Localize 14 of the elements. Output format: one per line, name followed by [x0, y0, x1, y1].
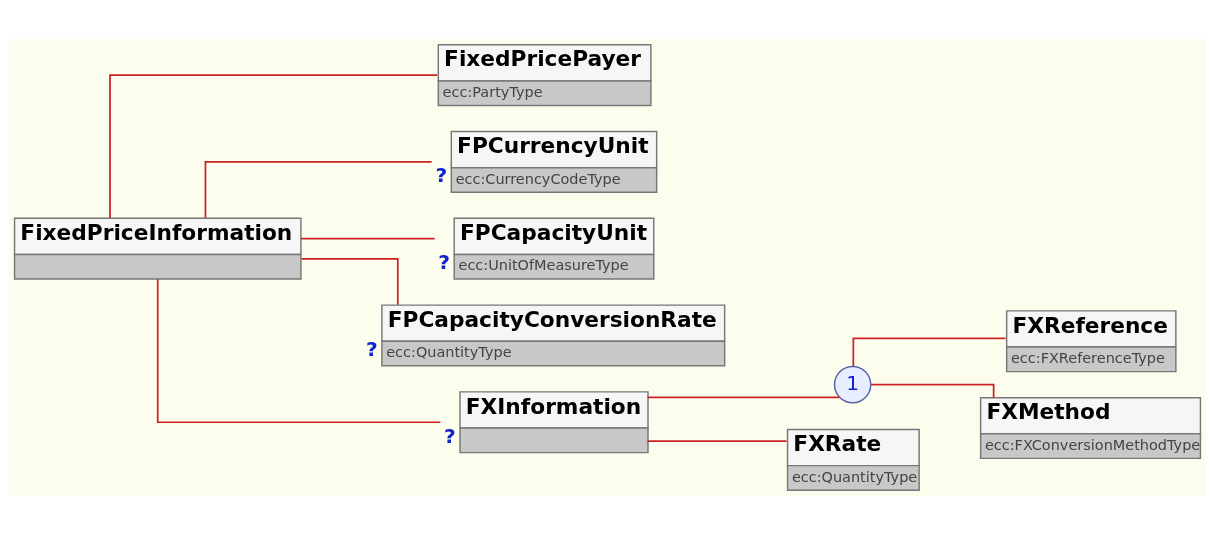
connector	[646, 440, 788, 442]
node-circle: 1	[833, 365, 872, 404]
node-label: ?	[365, 337, 378, 362]
connector	[852, 337, 1007, 368]
node-label: ?	[444, 423, 456, 448]
connector	[646, 396, 841, 399]
node-label: ?	[435, 163, 448, 188]
connector	[109, 74, 439, 219]
node-label: ?	[438, 250, 451, 275]
connector	[870, 383, 995, 399]
connector	[300, 257, 399, 306]
connector	[300, 237, 436, 240]
connector	[204, 161, 433, 219]
connector	[156, 278, 442, 424]
